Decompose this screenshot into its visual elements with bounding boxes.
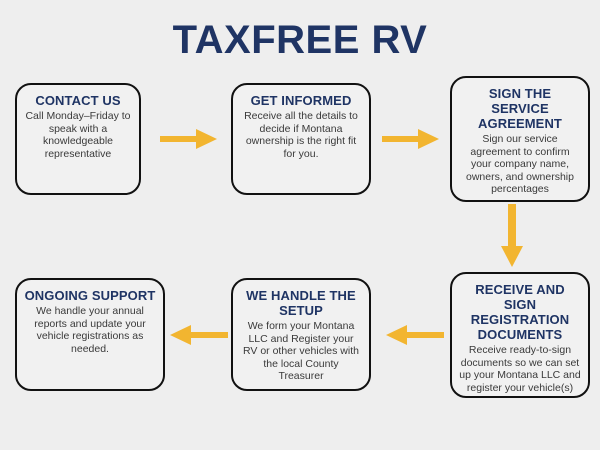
arrow-right-icon <box>160 126 218 152</box>
flow-step-heading: CONTACT US <box>35 93 121 108</box>
arrow-left-icon <box>384 322 444 348</box>
flow-step-body: Sign our service agreement to confirm yo… <box>466 133 574 195</box>
flow-step-contact-us: CONTACT US Call Monday–Friday to speak w… <box>15 83 141 195</box>
flow-step-we-handle-setup: WE HANDLE THE SETUP We form your Montana… <box>231 278 371 391</box>
arrow-down-icon <box>498 204 526 268</box>
flow-step-heading: GET INFORMED <box>250 93 352 108</box>
flow-step-body: Receive ready-to-sign documents so we ca… <box>459 344 581 394</box>
flow-step-ongoing-support: ONGOING SUPPORT We handle your annual re… <box>15 278 165 391</box>
arrow-left-icon <box>168 322 228 348</box>
flow-step-body: We handle your annual reports and update… <box>34 305 146 355</box>
flow-step-receive-docs: RECEIVE AND SIGN REGISTRATION DOCUMENTS … <box>450 272 590 398</box>
flow-step-body: We form your Montana LLC and Register yo… <box>243 320 359 382</box>
flow-step-body: Call Monday–Friday to speak with a knowl… <box>25 110 131 160</box>
flow-step-body: Receive all the details to decide if Mon… <box>244 110 358 160</box>
flow-step-heading: SIGN THE SERVICE AGREEMENT <box>478 86 562 131</box>
flow-step-get-informed: GET INFORMED Receive all the details to … <box>231 83 371 195</box>
flow-step-sign-agreement: SIGN THE SERVICE AGREEMENT Sign our serv… <box>450 76 590 202</box>
flow-step-heading: RECEIVE AND SIGN REGISTRATION DOCUMENTS <box>470 282 570 342</box>
arrow-right-icon <box>382 126 440 152</box>
flow-step-heading: ONGOING SUPPORT <box>24 288 156 303</box>
flow-step-heading: WE HANDLE THE SETUP <box>246 288 356 318</box>
page-title: TAXFREE RV <box>172 18 428 62</box>
